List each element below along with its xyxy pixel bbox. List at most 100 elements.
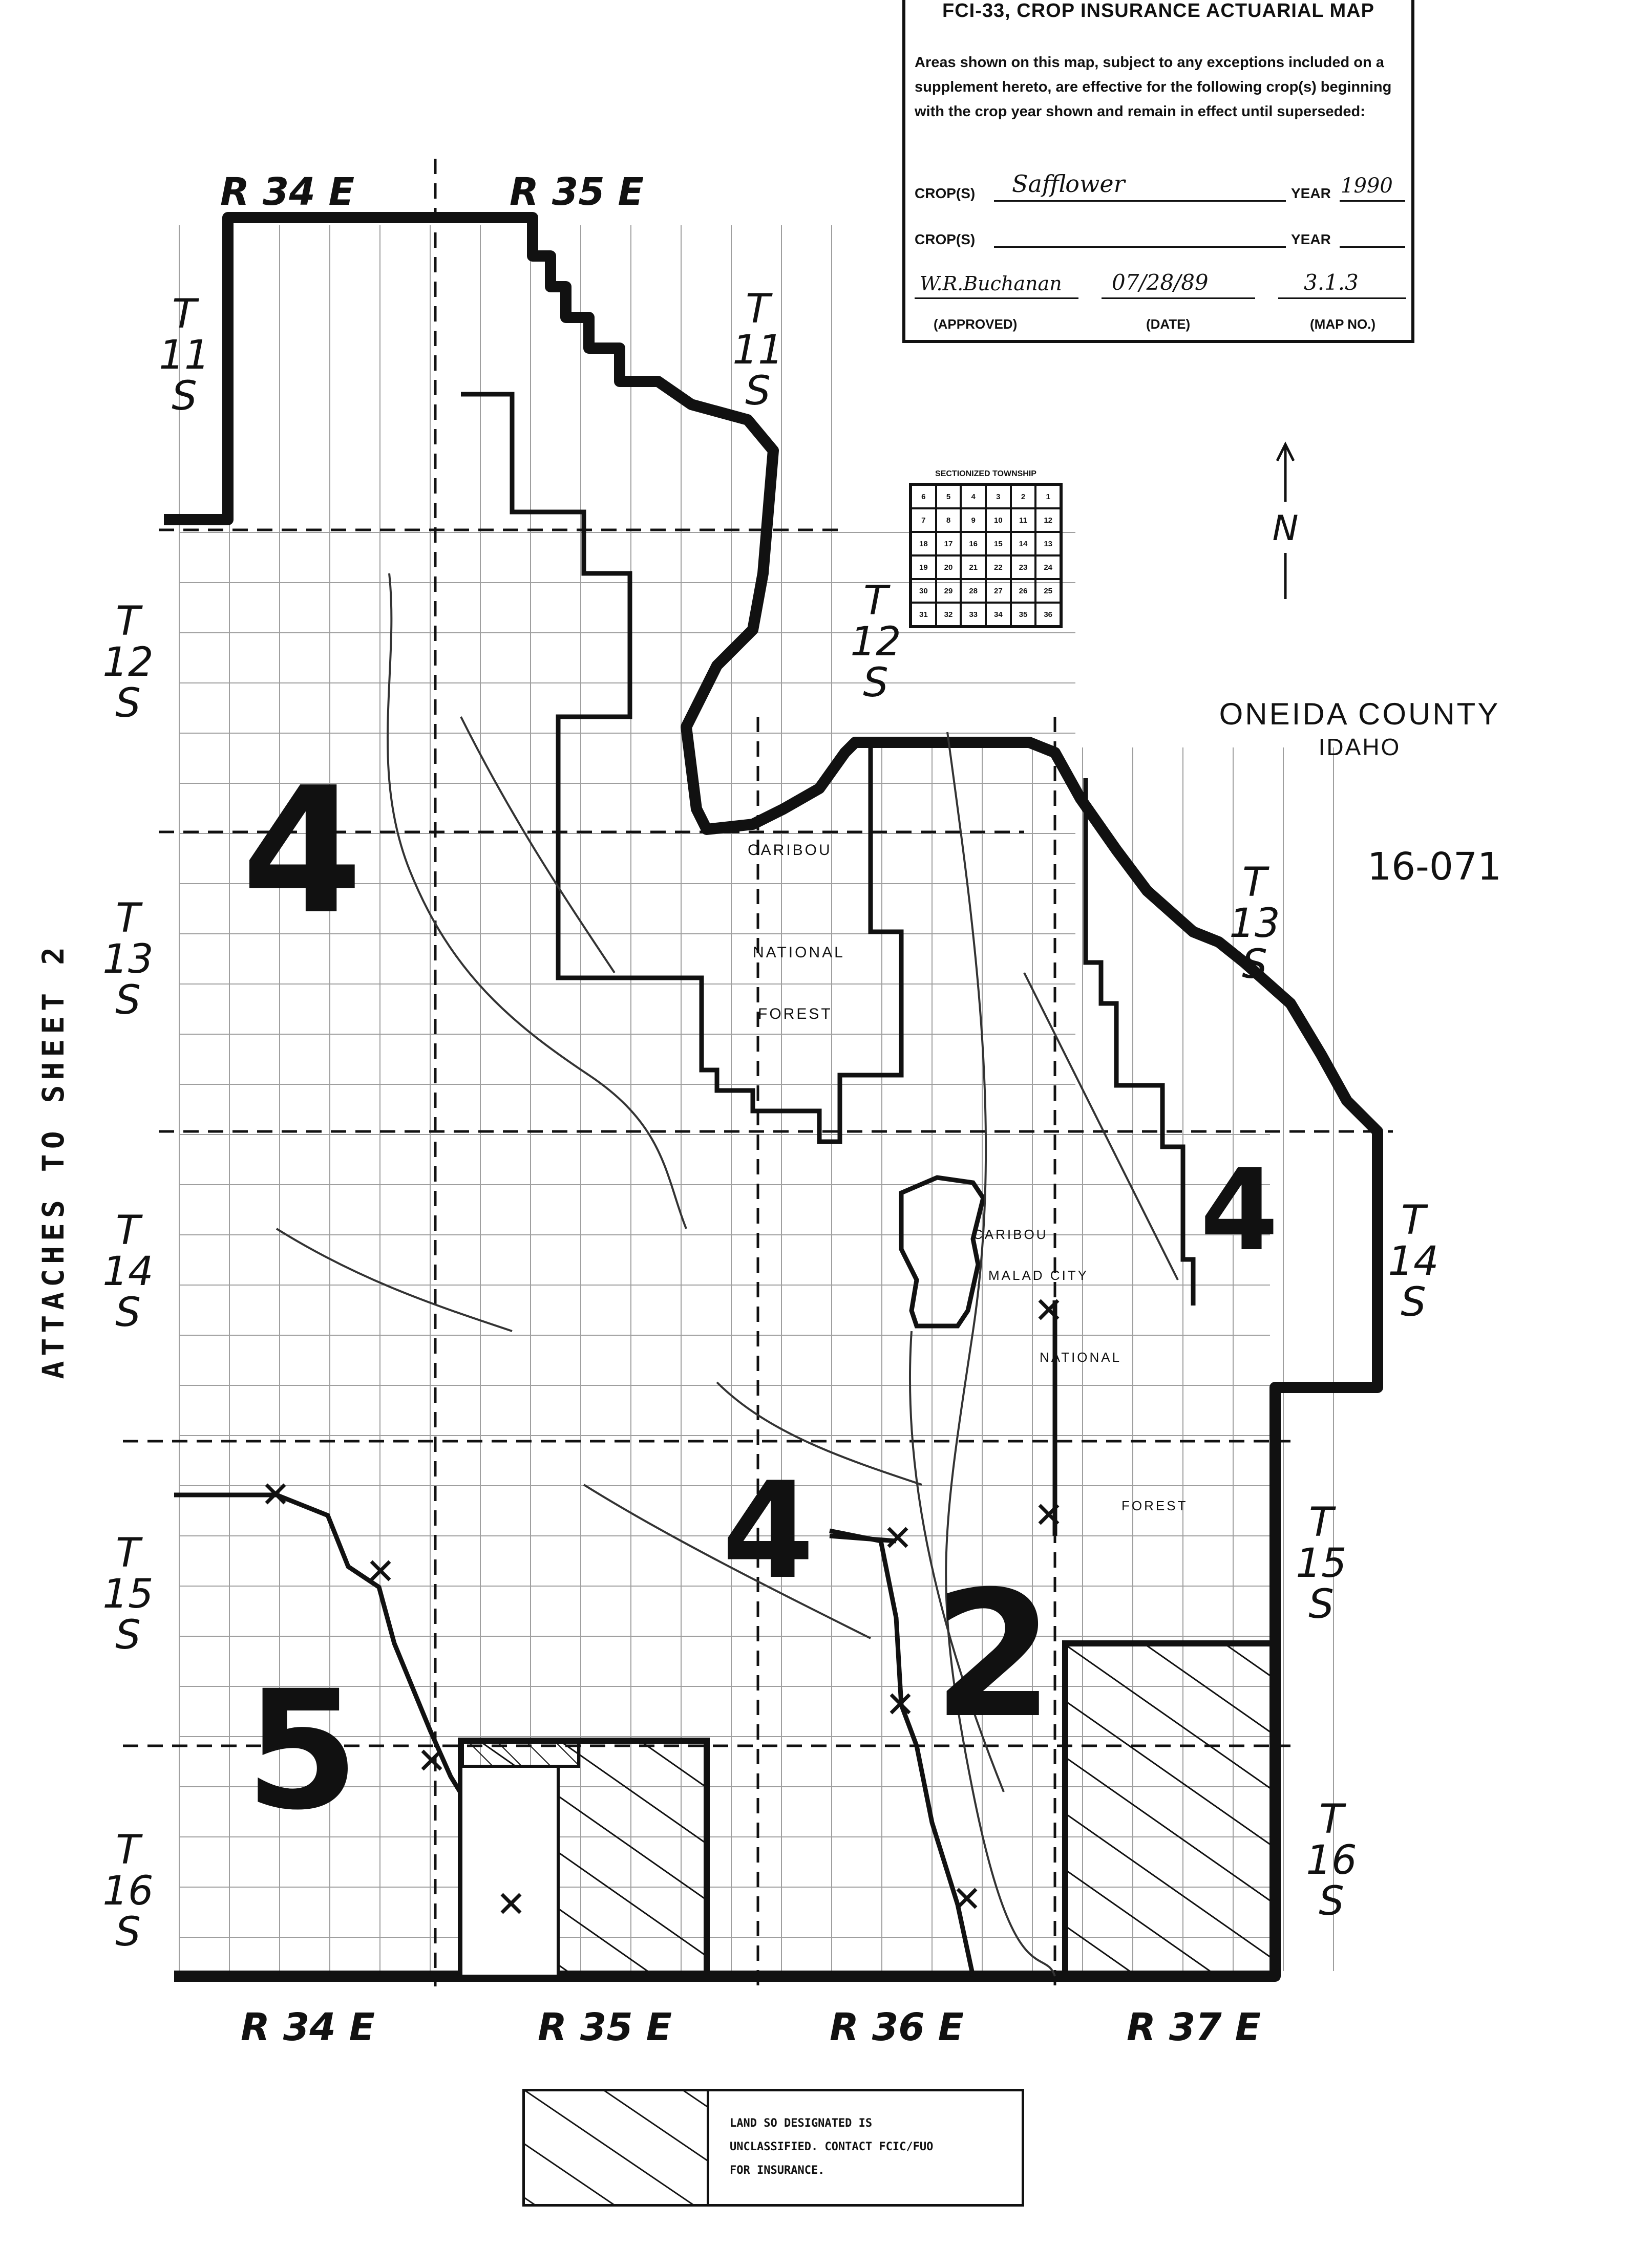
crop-line	[994, 218, 1286, 248]
township-label-part: 14	[1388, 1238, 1438, 1285]
township-label-part: 13	[1229, 901, 1280, 947]
range-label: R 34 E	[220, 170, 354, 214]
place-label: CARIBOU	[973, 1227, 1048, 1242]
township-label-part: 15	[1296, 1540, 1346, 1587]
township-label-part: T	[116, 1530, 143, 1576]
township-label-part: T	[1401, 1197, 1428, 1244]
section-cell: 1	[1035, 485, 1061, 508]
township-label-part: 11	[159, 332, 209, 378]
date-label: (DATE)	[1146, 316, 1191, 332]
section-cell: 35	[1010, 603, 1036, 626]
section-cell: 8	[936, 508, 961, 532]
legend-line: FOR INSURANCE.	[730, 2164, 825, 2177]
township-label-part: S	[745, 368, 771, 414]
township-labels: T11ST11ST12ST12ST13ST13ST14ST14ST15ST15S…	[102, 286, 1438, 1955]
place-label: FOREST	[758, 1005, 833, 1022]
map-number: 3.1.3	[1304, 270, 1359, 295]
rate-area-number: 2	[933, 1554, 1054, 1757]
mapno-label: (MAP NO.)	[1310, 316, 1376, 332]
section-grid	[179, 225, 1334, 1971]
boundary-markers	[265, 1299, 1060, 1914]
township-label-part: T	[746, 286, 773, 332]
section-cell: 3	[986, 485, 1011, 508]
range-label: R 34 E	[241, 2005, 375, 2049]
section-cell: 2	[1010, 485, 1036, 508]
rate-area-number: 4	[1200, 1145, 1278, 1276]
crop-value: Safflower	[1012, 170, 1125, 198]
effective-notice: Areas shown on this map, subject to any …	[915, 54, 1392, 120]
section-cell: 9	[961, 508, 986, 532]
township-label-part: T	[116, 598, 143, 645]
section-cell: 34	[986, 603, 1011, 626]
township-label-part: S	[115, 1909, 141, 1955]
section-cell: 18	[911, 532, 936, 555]
north-arrow-icon: N	[1273, 441, 1299, 599]
township-label-part: 14	[102, 1249, 153, 1295]
township-label-part: T	[863, 578, 891, 624]
range-label: R 35 E	[538, 2005, 672, 2049]
section-cell: 19	[911, 555, 936, 579]
section-cell: 4	[961, 485, 986, 508]
section-cell: 16	[961, 532, 986, 555]
section-cell: 11	[1010, 508, 1036, 532]
township-label-part: S	[1308, 1581, 1334, 1628]
section-cell: 10	[986, 508, 1011, 532]
rivers-and-roads	[276, 573, 1179, 1977]
township-label-part: 11	[732, 327, 783, 373]
range-label: R 36 E	[830, 2005, 964, 2049]
section-cell: 22	[986, 555, 1011, 579]
township-label-part: S	[115, 680, 141, 726]
section-cell: 36	[1035, 603, 1061, 626]
township-label-part: S	[863, 660, 888, 706]
section-cell: 12	[1035, 508, 1061, 532]
legend-line: LAND SO DESIGNATED IS	[730, 2117, 873, 2130]
township-label-part: S	[1242, 942, 1267, 988]
township-label-part: S	[1319, 1878, 1344, 1924]
place-label: FOREST	[1121, 1498, 1188, 1513]
township-label-part: T	[1309, 1500, 1336, 1546]
township-label-part: S	[115, 1290, 141, 1336]
section-cell: 30	[911, 579, 936, 603]
rate-area-boundaries	[174, 392, 1196, 1977]
township-label-part: 16	[102, 1868, 153, 1914]
year-line	[1340, 218, 1405, 248]
township-label-part: 15	[102, 1571, 153, 1617]
map-title: FCI-33, CROP INSURANCE ACTUARIAL MAP	[942, 0, 1374, 22]
section-cell: 7	[911, 508, 936, 532]
county-boundary	[164, 212, 1383, 1982]
section-cell: 29	[936, 579, 961, 603]
section-cell: 31	[911, 603, 936, 626]
township-label-part: 13	[102, 936, 153, 982]
attaches-note: ATTACHES TO SHEET 2	[36, 942, 71, 1379]
mapno-line	[1278, 269, 1406, 299]
place-label: CARIBOU	[748, 842, 832, 859]
township-label-part: 12	[102, 639, 153, 686]
section-cell: 26	[1010, 579, 1036, 603]
township-label-part: 16	[1306, 1837, 1357, 1884]
range-label: R 37 E	[1127, 2005, 1261, 2049]
actuarial-header: FCI-33, CROP INSURANCE ACTUARIAL MAP Are…	[902, 0, 1414, 343]
approved-label: (APPROVED)	[934, 316, 1018, 332]
north-label: N	[1273, 508, 1299, 549]
section-cell: 20	[936, 555, 961, 579]
section-cell: 28	[961, 579, 986, 603]
section-cell: 27	[986, 579, 1011, 603]
year-label: YEAR	[1291, 185, 1331, 201]
section-cell: 17	[936, 532, 961, 555]
township-label-part: S	[172, 373, 197, 419]
county-code: 16-071	[1367, 845, 1502, 889]
township-label-part: S	[115, 1612, 141, 1658]
crop-row-1: CROP(S) Safflower YEAR 1990	[915, 170, 1405, 205]
legend-line: UNCLASSIFIED. CONTACT FCIC/FUO	[730, 2141, 934, 2153]
section-cell: 33	[961, 603, 986, 626]
section-cell: 15	[986, 532, 1011, 555]
section-cell: 25	[1035, 579, 1061, 603]
rate-area-number: 5	[245, 1656, 359, 1846]
section-cell: 5	[936, 485, 961, 508]
year-value: 1990	[1341, 174, 1393, 198]
rate-area-number: 4	[722, 1454, 815, 1609]
range-labels: R 34 E R 35 E R 34 E R 35 E R 36 E R 37 …	[220, 170, 1261, 2049]
